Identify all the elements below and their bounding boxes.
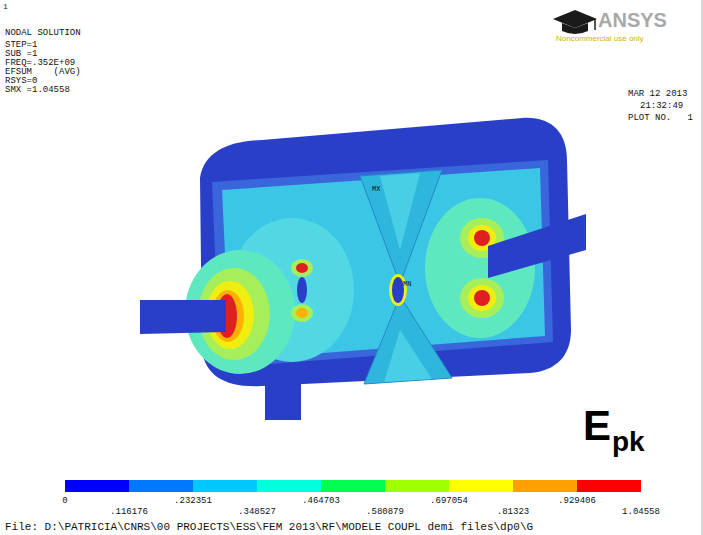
- colorbar-value: .929406: [558, 497, 596, 506]
- field-zone: [384, 330, 432, 382]
- field-zone: [291, 304, 313, 322]
- field-zone: [460, 278, 504, 318]
- frame-line: [702, 0, 703, 535]
- min-marker: MN: [403, 281, 411, 288]
- field-zone: [468, 285, 496, 311]
- coupler-rod: [140, 300, 226, 334]
- colorbar-segment: [321, 480, 385, 492]
- plot-info: SUB =1: [5, 50, 37, 59]
- logo-tassel: [594, 19, 596, 30]
- plot-info: STEP=1: [5, 41, 37, 50]
- plot-time: 21:32:49: [640, 102, 683, 111]
- field-zone: [389, 274, 407, 306]
- colorbar-value: .116176: [110, 508, 148, 517]
- logo-text: ANSYS: [598, 10, 667, 30]
- max-marker: MX: [372, 186, 380, 193]
- quantity-symbol: E: [583, 405, 611, 447]
- plot-index: PLOT NO. 1: [628, 114, 693, 123]
- field-zone: [291, 259, 313, 277]
- colorbar-value: 0: [62, 497, 67, 506]
- plot-info: RSYS=0: [5, 77, 37, 86]
- colorbar-value: .697054: [430, 497, 468, 506]
- colorbar-value: .81323: [497, 508, 529, 517]
- plot-date: MAR 12 2013: [628, 90, 687, 99]
- plot-info: FREQ=.352E+09: [5, 59, 75, 68]
- field-peak: [296, 263, 308, 273]
- coupler-rod: [488, 214, 586, 278]
- file-path: File: D:\PATRICIA\CNRS\00 PROJECTS\ESS\F…: [5, 522, 533, 533]
- colorbar-segment: [385, 480, 449, 492]
- colorbar-segment: [65, 480, 129, 492]
- plot-info: SMX =1.04558: [5, 86, 70, 95]
- drift-nose: [392, 277, 404, 303]
- colorbar-value: 1.04558: [622, 508, 660, 517]
- plot-header: NODAL SOLUTION: [5, 29, 81, 38]
- field-peak: [296, 308, 308, 318]
- colorbar-value: .348527: [238, 508, 276, 517]
- field-peak: [474, 290, 490, 306]
- logo-note: Noncommercial use only: [556, 35, 644, 43]
- field-zone: [380, 173, 420, 250]
- drift-nose: [297, 277, 307, 303]
- plot-number: 1: [3, 3, 8, 11]
- logo-cap-base: [562, 23, 588, 34]
- plot-info: EFSUM (AVG): [5, 68, 81, 77]
- quantity-subscript: pk: [612, 428, 645, 456]
- colorbar-segment: [193, 480, 257, 492]
- colorbar-segment: [513, 480, 577, 492]
- colorbar-segment: [449, 480, 513, 492]
- colorbar-segment: [129, 480, 193, 492]
- colorbar-segment: [577, 480, 641, 492]
- colorbar-segment: [257, 480, 321, 492]
- colorbar-value: .580879: [366, 508, 404, 517]
- field-peak: [474, 230, 490, 246]
- logo-cap: [553, 10, 597, 28]
- colorbar-value: .464703: [302, 497, 340, 506]
- colorbar-value: .232351: [174, 497, 212, 506]
